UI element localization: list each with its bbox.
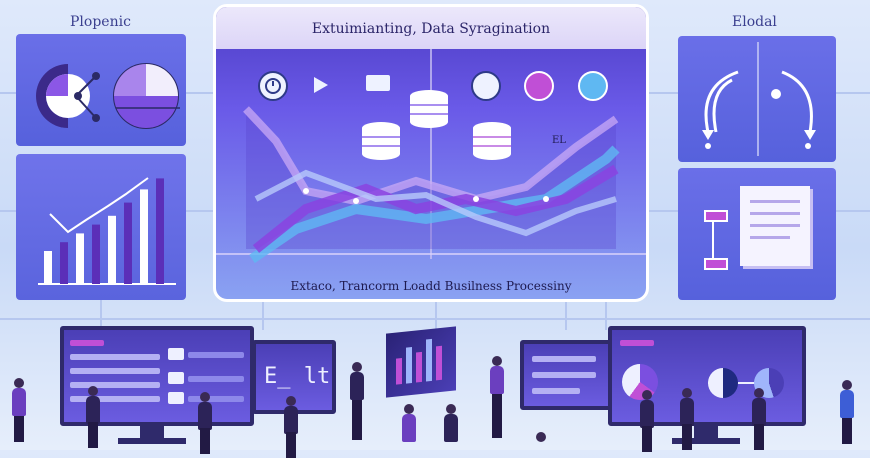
table-row [532, 388, 580, 394]
connector [262, 300, 264, 330]
clock-icon [258, 71, 288, 101]
table-row [70, 340, 104, 346]
doc-line [750, 224, 800, 227]
bar [76, 233, 84, 284]
bar [44, 251, 52, 284]
pie-chart-panel [16, 34, 186, 146]
doc-line [750, 200, 800, 203]
bar [108, 215, 116, 284]
tag-icon [704, 210, 728, 222]
monitor-right [608, 326, 806, 426]
bar-chart-panel [16, 154, 186, 300]
refresh-icon [578, 71, 608, 101]
play-icon [314, 77, 328, 93]
bar [156, 178, 164, 284]
connector-line [708, 382, 778, 384]
bar-cube [386, 326, 456, 398]
monitor-base [672, 438, 740, 444]
database-icon [362, 122, 400, 160]
tag-connector [712, 220, 714, 258]
pie-chart [36, 63, 180, 129]
pie-icon [622, 364, 658, 400]
arrows-diagram [702, 42, 816, 156]
connector [605, 300, 607, 330]
doc-line [750, 236, 790, 239]
magnify-icon [524, 71, 554, 101]
database-icon [473, 122, 511, 160]
table-row [70, 382, 160, 388]
database-icon [410, 90, 448, 128]
table-row [168, 348, 184, 360]
table-row [168, 372, 184, 384]
table-row [168, 392, 184, 404]
monitor-base [118, 438, 186, 444]
connector [435, 300, 437, 330]
monitor-stand [694, 422, 718, 440]
table-row [620, 340, 654, 346]
bar [92, 224, 100, 284]
flow-chart [216, 49, 646, 264]
table-row [532, 356, 596, 362]
right-panel-label: Elodal [732, 14, 777, 30]
panel-title: Extuimianting, Data Syragination [311, 21, 551, 37]
connector [565, 300, 567, 330]
left-panel-label: Plopenic [70, 14, 131, 30]
bar-chart [38, 177, 176, 285]
monitor-stand [140, 422, 164, 440]
document-panel [678, 168, 836, 300]
panel-title-bar: Extuimianting, Data Syragination [216, 7, 646, 49]
marker-label: EL [552, 135, 566, 146]
connector [100, 300, 102, 330]
monitor-text: E̲ lt [264, 364, 331, 389]
list-icon [366, 75, 390, 91]
dollar-icon [471, 71, 501, 101]
table-row [532, 372, 596, 378]
table-row [70, 354, 160, 360]
pie-icon [708, 368, 738, 398]
bar [60, 242, 68, 284]
monitor-center-right [520, 340, 612, 410]
table-row [188, 396, 244, 402]
etl-main-panel: Extuimianting, Data Syragination [213, 4, 649, 302]
process-panel [678, 36, 836, 162]
bar [124, 202, 132, 284]
tag-icon [704, 258, 728, 270]
bar [140, 189, 148, 284]
table-row [70, 396, 160, 402]
table-row [70, 368, 160, 374]
panel-caption: Extaco, Trancorm Loadd Busilness Process… [290, 279, 572, 293]
table-row [188, 352, 244, 358]
table-row [188, 376, 244, 382]
doc-line [750, 212, 800, 215]
